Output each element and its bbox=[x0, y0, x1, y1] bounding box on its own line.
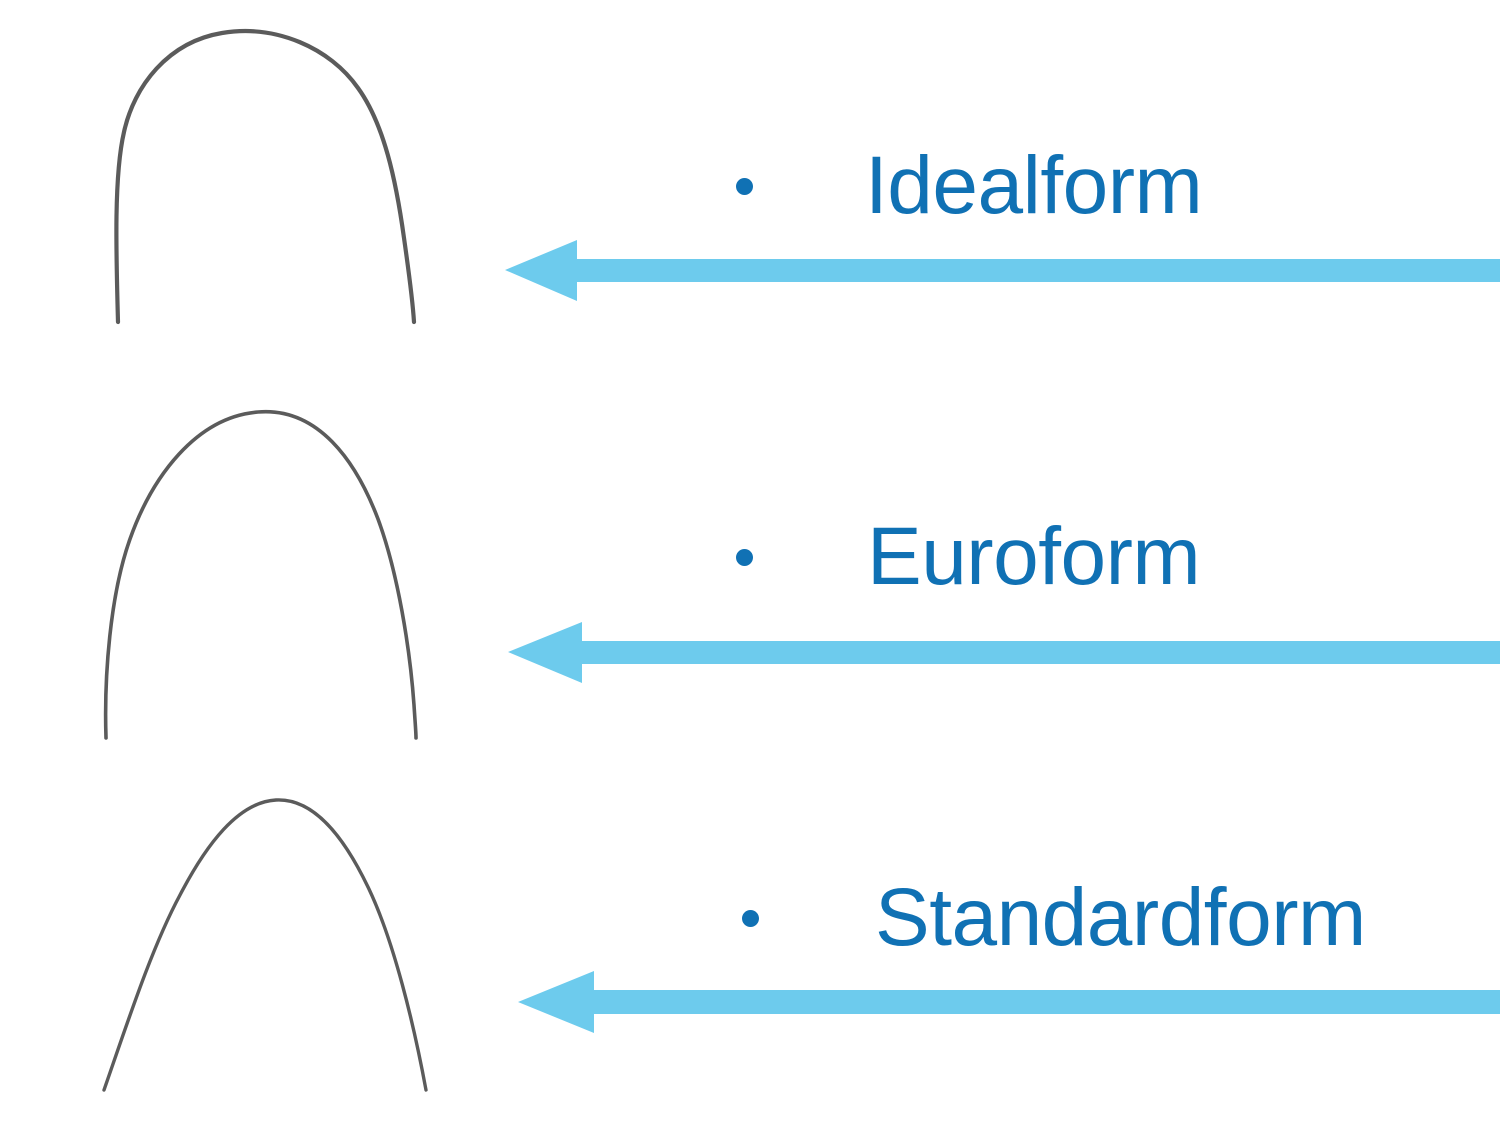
bullet-row-idealform: Idealform bbox=[736, 140, 1203, 231]
arrow-left-idealform bbox=[505, 238, 1500, 308]
label-euroform: Euroform bbox=[867, 511, 1201, 602]
euroform-arch bbox=[0, 395, 500, 755]
bullet-row-standardform: Standardform bbox=[742, 877, 1366, 959]
bullet-row-euroform: Euroform bbox=[736, 511, 1201, 602]
bullet-dot-icon bbox=[736, 177, 753, 195]
bullet-dot-icon bbox=[742, 909, 759, 927]
idealform-arch bbox=[0, 0, 500, 360]
standardform-arch bbox=[0, 775, 500, 1125]
bullet-dot-icon bbox=[736, 548, 753, 566]
label-idealform: Idealform bbox=[865, 140, 1203, 231]
label-standardform: Standardform bbox=[875, 872, 1366, 963]
arrow-left-euroform bbox=[508, 618, 1500, 688]
arrow-left-standardform bbox=[518, 968, 1500, 1038]
